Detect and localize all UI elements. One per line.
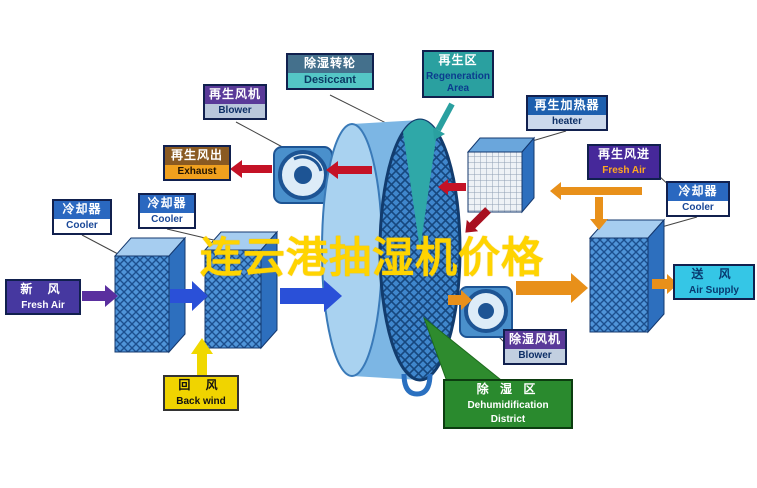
label-regeneration-blower-zh: 再生风机 xyxy=(205,86,265,104)
wheel-bracket xyxy=(401,373,433,397)
label-cooler-right-zh: 冷却器 xyxy=(668,183,728,201)
label-cooler-mid-en: Cooler xyxy=(140,212,194,227)
label-regeneration-heater: 再生加热器 heater xyxy=(526,95,608,131)
label-regeneration-fresh-air-zh: 再生风进 xyxy=(597,147,650,161)
desiccant-wheel xyxy=(321,118,462,397)
label-desiccant-rotor-zh: 除湿转轮 xyxy=(288,55,372,73)
arrow-back-wind xyxy=(191,338,213,376)
label-regeneration-exhaust-en: Exhaust xyxy=(165,164,229,179)
label-regeneration-exhaust-zh: 再生风出 xyxy=(165,147,229,165)
heat-exchanger-mid xyxy=(203,230,279,350)
label-regeneration-heater-zh: 再生加热器 xyxy=(528,97,606,115)
arrow-to-air-supply xyxy=(652,274,678,294)
label-regeneration-heater-en: heater xyxy=(528,114,606,129)
arrow-wheel-to-fan xyxy=(448,290,472,310)
arrow-regen-area-head xyxy=(433,127,445,140)
label-air-supply-en: Air Supply xyxy=(688,284,739,296)
label-air-supply-zh: 送 风 xyxy=(691,267,737,281)
regeneration-sector xyxy=(403,119,437,250)
regeneration-blower-fan xyxy=(273,146,333,204)
label-dehumidification-district-en1: Dehumidification xyxy=(467,399,549,411)
arrow-regen-area-line xyxy=(435,102,455,132)
arrow-regen-down xyxy=(590,197,608,230)
arrow-regen-exhaust-2 xyxy=(230,160,272,178)
label-air-supply: 送 风 Air Supply xyxy=(673,264,755,300)
arrow-heater-to-wheel xyxy=(438,179,466,195)
label-regeneration-area-zh: 再生区 xyxy=(438,53,478,67)
label-dehumidification-district: 除 湿 区 Dehumidification District xyxy=(443,379,573,429)
label-dehumidification-blower: 除湿风机 Blower xyxy=(503,329,567,365)
label-cooler-left-en: Cooler xyxy=(54,218,110,233)
label-back-wind-en: Back wind xyxy=(176,395,226,407)
label-desiccant-rotor-en: Desiccant xyxy=(288,72,372,88)
label-regeneration-exhaust: 再生风出 Exhaust xyxy=(163,145,231,181)
label-cooler-left-zh: 冷却器 xyxy=(54,201,110,219)
watermark-title: 连云港抽湿机价格 xyxy=(200,233,545,282)
arrow-process-1 xyxy=(170,281,208,311)
label-regeneration-area-en: Regeneration Area xyxy=(426,70,490,94)
heat-exchanger-left xyxy=(113,236,187,354)
arrow-fresh-air-in xyxy=(82,285,118,307)
label-back-wind: 回 风 Back wind xyxy=(163,375,239,411)
label-regeneration-area: 再生区 Regeneration Area xyxy=(422,50,494,98)
arrow-fan-to-box xyxy=(516,273,588,303)
label-regeneration-fresh-air-en: Fresh Air xyxy=(602,164,646,176)
label-fresh-air-en: Fresh Air xyxy=(21,299,65,311)
heat-exchanger-right xyxy=(588,218,666,334)
label-fresh-air-zh: 新 风 xyxy=(20,282,66,296)
label-cooler-right: 冷却器 Cooler xyxy=(666,181,730,217)
label-regeneration-fresh-air: 再生风进 Fresh Air xyxy=(587,144,661,180)
label-fresh-air: 新 风 Fresh Air xyxy=(5,279,81,315)
label-dehumidification-district-zh: 除 湿 区 xyxy=(476,382,540,396)
arrow-heater-diagonal xyxy=(465,207,491,233)
label-cooler-mid-zh: 冷却器 xyxy=(140,195,194,213)
heater-exchanger xyxy=(466,136,536,214)
label-cooler-mid: 冷却器 Cooler xyxy=(138,193,196,229)
label-cooler-left: 冷却器 Cooler xyxy=(52,199,112,235)
label-dehumidification-blower-en: Blower xyxy=(505,348,565,363)
supply-blower-fan xyxy=(459,286,513,338)
label-back-wind-zh: 回 风 xyxy=(178,378,224,392)
arrow-process-2 xyxy=(280,280,342,312)
arrow-regen-exhaust-1 xyxy=(326,161,372,179)
label-dehumidification-district-en2: District xyxy=(490,413,526,425)
connector-lines xyxy=(81,94,698,347)
label-cooler-right-en: Cooler xyxy=(668,200,728,215)
label-regeneration-blower-en: Blower xyxy=(205,103,265,118)
flow-arrows xyxy=(82,102,678,376)
label-dehumidification-blower-zh: 除湿风机 xyxy=(505,331,565,349)
label-regeneration-blower: 再生风机 Blower xyxy=(203,84,267,120)
arrow-regen-fresh-in xyxy=(550,182,642,200)
label-desiccant-rotor: 除湿转轮 Desiccant xyxy=(286,53,374,90)
